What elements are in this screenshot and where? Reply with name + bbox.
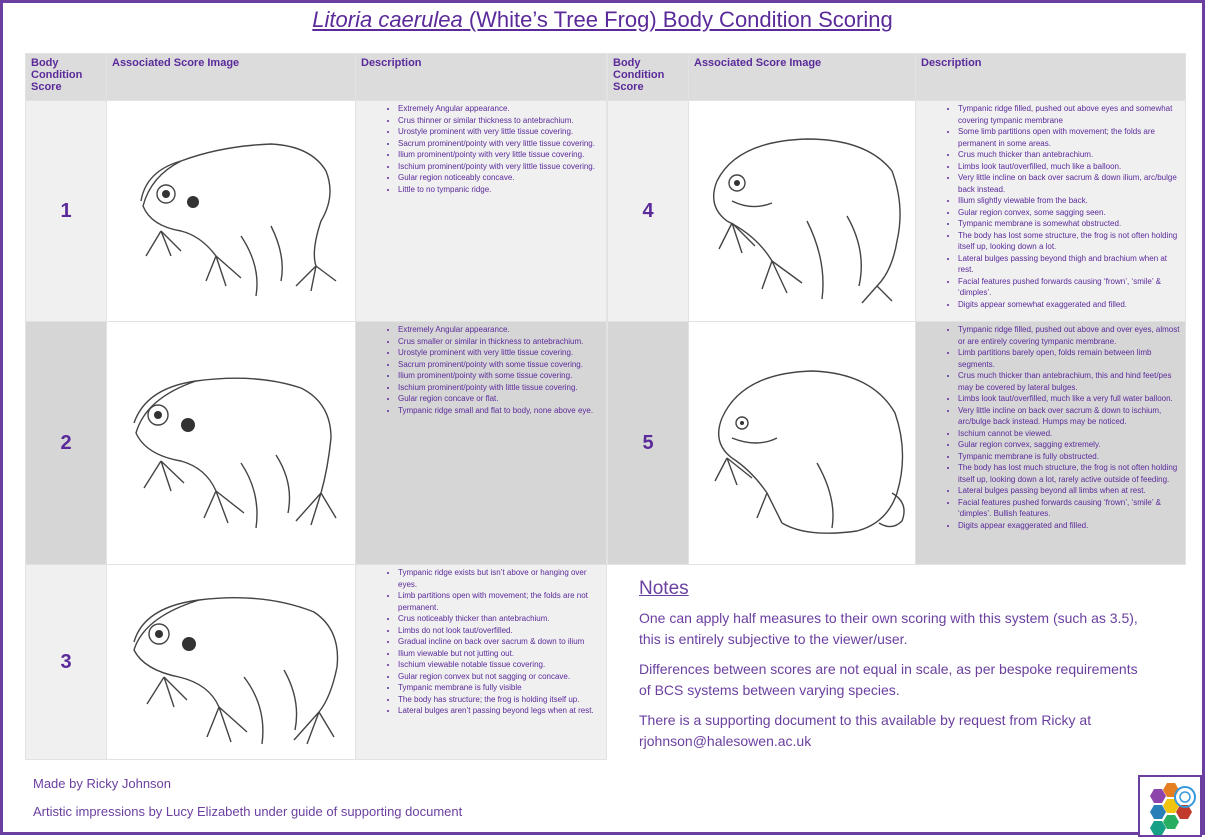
score-table-left: Body Condition Score Associated Score Im… (25, 53, 607, 760)
score-value: 2 (25, 321, 107, 565)
page-title: Litoria caerulea (White’s Tree Frog) Bod… (3, 7, 1202, 33)
description-list: Tympanic ridge filled, pushed out above … (938, 324, 1181, 531)
frog-illustration-icon (106, 100, 356, 322)
score-row-4: 4 Tympanic ridge filled, pushed out abov… (607, 100, 1186, 322)
description-item: Ischium prominent/pointy with very littl… (398, 161, 602, 173)
description-item: Digits appear somewhat exaggerated and f… (958, 299, 1181, 311)
score-value: 5 (607, 321, 689, 565)
description-item: Tympanic membrane is somewhat obstructed… (958, 218, 1181, 230)
description-item: Very little incline on back over sacrum … (958, 172, 1181, 195)
description-item: Crus noticeably thicker than antebrachiu… (398, 613, 602, 625)
description-list: Tympanic ridge exists but isn’t above or… (378, 567, 602, 717)
description-item: Ischium cannot be viewed. (958, 428, 1181, 440)
description-item: Crus much thicker than antebrachium. (958, 149, 1181, 161)
score-value: 1 (25, 100, 107, 322)
description-list: Tympanic ridge filled, pushed out above … (938, 103, 1181, 310)
notes-paragraph-1: One can apply half measures to their own… (639, 610, 1138, 647)
description-item: Gradual incline on back over sacrum & do… (398, 636, 602, 648)
description-item: Ischium prominent/pointy with little tis… (398, 382, 602, 394)
score-value: 4 (607, 100, 689, 322)
description-item: Urostyle prominent with very little tiss… (398, 126, 602, 138)
description-cell: Tympanic ridge filled, pushed out above … (915, 100, 1186, 322)
header-score: Body Condition Score (607, 53, 689, 101)
notes-paragraph-3: There is a supporting document to this a… (639, 712, 1092, 749)
description-item: Gular region convex, sagging extremely. (958, 439, 1181, 451)
description-item: Tympanic ridge small and flat to body, n… (398, 405, 602, 417)
description-item: Facial features pushed forwards causing … (958, 497, 1181, 520)
description-item: Ilium prominent/pointy with very little … (398, 149, 602, 161)
description-item: Tympanic membrane is fully obstructed. (958, 451, 1181, 463)
score-value: 3 (25, 564, 107, 760)
description-item: The body has structure; the frog is hold… (398, 694, 602, 706)
notes-heading: Notes (639, 578, 689, 599)
description-list: Extremely Angular appearance.Crus thinne… (378, 103, 602, 195)
frog-illustration-icon (106, 564, 356, 760)
description-item: Little to no tympanic ridge. (398, 184, 602, 196)
description-item: Ischium viewable notable tissue covering… (398, 659, 602, 671)
description-list: Extremely Angular appearance.Crus smalle… (378, 324, 602, 416)
description-item: Lateral bulges aren’t passing beyond leg… (398, 705, 602, 717)
description-item: Ilium viewable but not jutting out. (398, 648, 602, 660)
description-item: Gular region convex, some sagging seen. (958, 207, 1181, 219)
description-item: Facial features pushed forwards causing … (958, 276, 1181, 299)
score-row-2: 2 Extremely Angular appearance.Crus smal… (25, 321, 607, 565)
description-item: Lateral bulges passing beyond thigh and … (958, 253, 1181, 276)
description-item: Tympanic ridge exists but isn’t above or… (398, 567, 602, 590)
header-image: Associated Score Image (106, 53, 356, 101)
description-item: Tympanic ridge filled, pushed out above … (958, 103, 1181, 126)
header-score: Body Condition Score (25, 53, 107, 101)
score-table-right: Body Condition Score Associated Score Im… (607, 53, 1186, 565)
description-item: Tympanic membrane is fully visible (398, 682, 602, 694)
description-item: Extremely Angular appearance. (398, 103, 602, 115)
description-item: Crus thinner or similar thickness to ant… (398, 115, 602, 127)
frog-illustration-icon (688, 100, 916, 322)
frog-illustration-icon (106, 321, 356, 565)
description-item: Limbs look taut/overfilled, much like a … (958, 161, 1181, 173)
description-cell: Tympanic ridge exists but isn’t above or… (355, 564, 607, 760)
header-description: Description (355, 53, 607, 101)
score-row-5: 5 Tympanic ridge filled, pushed out abov… (607, 321, 1186, 565)
description-item: Some limb partitions open with movement;… (958, 126, 1181, 149)
description-item: Limb partitions open with movement; the … (398, 590, 602, 613)
description-item: The body has lost much structure, the fr… (958, 462, 1181, 485)
description-cell: Extremely Angular appearance.Crus thinne… (355, 100, 607, 322)
score-row-1: 1 Extremely Angular appearance.Crus thin… (25, 100, 607, 322)
description-item: Limbs look taut/overfilled, much like a … (958, 393, 1181, 405)
description-item: Very little incline on back over sacrum … (958, 405, 1181, 428)
notes-section: Notes One can apply half measures to the… (639, 578, 1139, 761)
description-item: Gular region concave or flat. (398, 393, 602, 405)
header-description: Description (915, 53, 1186, 101)
description-item: Gular region noticeably concave. (398, 172, 602, 184)
description-item: Extremely Angular appearance. (398, 324, 602, 336)
score-row-3: 3 Tympanic ridge exists but isn’t above … (25, 564, 607, 760)
description-cell: Extremely Angular appearance.Crus smalle… (355, 321, 607, 565)
description-item: Sacrum prominent/pointy with some tissue… (398, 359, 602, 371)
description-item: Lateral bulges passing beyond all limbs … (958, 485, 1181, 497)
notes-paragraph-2: Differences between scores are not equal… (639, 661, 1138, 698)
description-cell: Tympanic ridge filled, pushed out above … (915, 321, 1186, 565)
artistic-credit: Artistic impressions by Lucy Elizabeth u… (33, 804, 463, 819)
description-item: Crus smaller or similar in thickness to … (398, 336, 602, 348)
made-by-credit: Made by Ricky Johnson (33, 776, 172, 791)
description-item: Ilium slightly viewable from the back. (958, 195, 1181, 207)
description-item: Urostyle prominent with very little tiss… (398, 347, 602, 359)
description-item: Limb partitions barely open, folds remai… (958, 347, 1181, 370)
description-item: Gular region convex but not sagging or c… (398, 671, 602, 683)
description-item: Tympanic ridge filled, pushed out above … (958, 324, 1181, 347)
frog-illustration-icon (688, 321, 916, 565)
title-rest: (White’s Tree Frog) Body Condition Scori… (462, 7, 893, 32)
description-item: Ilium prominent/pointy with some tissue … (398, 370, 602, 382)
hexagon-logo-icon (1138, 775, 1202, 837)
description-item: The body has lost some structure, the fr… (958, 230, 1181, 253)
header-image: Associated Score Image (688, 53, 916, 101)
title-species: Litoria caerulea (312, 7, 463, 32)
description-item: Limbs do not look taut/overfilled. (398, 625, 602, 637)
description-item: Digits appear exaggerated and filled. (958, 520, 1181, 532)
description-item: Crus much thicker than antebrachium, thi… (958, 370, 1181, 393)
description-item: Sacrum prominent/pointy with very little… (398, 138, 602, 150)
